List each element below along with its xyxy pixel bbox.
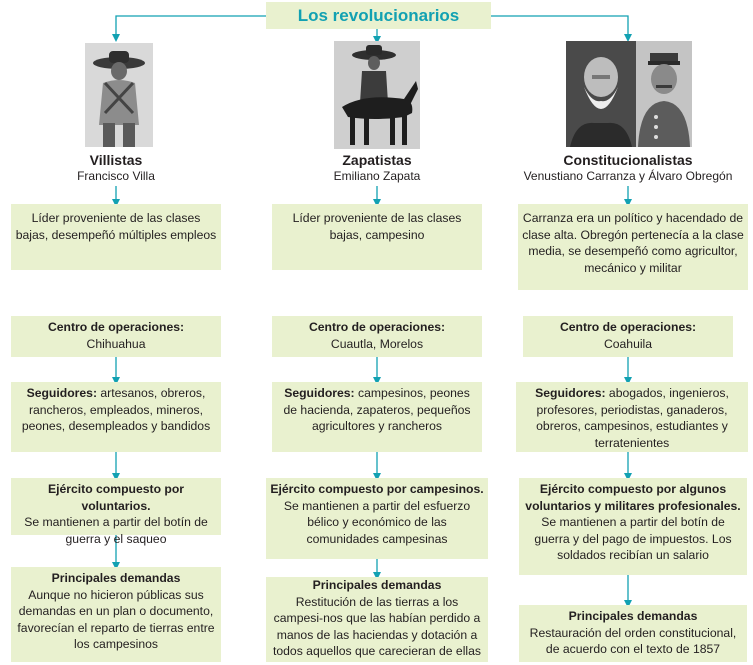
demands-box-zapatistas: Principales demandas Restitución de las … [266, 577, 488, 662]
operations-value: Cuautla, Morelos [330, 336, 424, 351]
column-head-zapatistas: Zapatistas Emiliano Zapata [267, 152, 487, 184]
operations-box-zapatistas: Centro de operaciones: Cuautla, Morelos [272, 316, 482, 357]
operations-label: Centro de operaciones: [308, 320, 446, 334]
demands-label: Principales demandas [568, 609, 698, 623]
column-name: Zapatistas [342, 152, 412, 168]
operations-value: Coahuila [603, 336, 653, 351]
column-name: Constitucionalistas [563, 152, 693, 168]
operations-value: Chihuahua [86, 336, 146, 351]
demands-label: Principales demandas [312, 578, 442, 592]
army-box-zapatistas: Ejército compuesto por campesinos. Se ma… [266, 478, 488, 559]
column-leader: Venustiano Carranza y Álvaro Obregón [523, 169, 733, 183]
origin-box-constitucionalistas: Carranza era un político y hacendado de … [518, 204, 748, 290]
demands-value: Restitución de las tierras a los campesi… [272, 594, 481, 659]
army-box-villistas: Ejército compuesto por voluntarios. Se m… [11, 478, 221, 546]
followers-label: Seguidores: [535, 386, 606, 400]
demands-box-constitucionalistas: Principales demandas Restauración del or… [519, 605, 747, 662]
army-value: Se mantienen a partir del esfuerzo bélic… [283, 498, 471, 546]
operations-label: Centro de operaciones: [47, 320, 185, 334]
followers-label: Seguidores: [284, 386, 355, 400]
photo-francisco-villa [85, 43, 153, 147]
followers-value: abogados, ingenieros, profesores, period… [536, 386, 729, 450]
followers-box-villistas: Seguidores: artesanos, obreros, ranchero… [11, 382, 221, 452]
origin-text: Carranza era un político y hacendado de … [522, 211, 744, 275]
army-label: Ejército compuesto por voluntarios. [47, 482, 185, 513]
followers-value: campesinos, peones de hacienda, zapatero… [283, 386, 471, 433]
photo-alvaro-obregon [636, 41, 692, 147]
photo-emiliano-zapata [334, 41, 420, 149]
column-name: Villistas [89, 152, 143, 168]
followers-box-zapatistas: Seguidores: campesinos, peones de hacien… [272, 382, 482, 452]
diagram-title: Los revolucionarios [266, 2, 491, 29]
army-label: Ejército compuesto por algunos voluntari… [525, 482, 741, 513]
column-head-villistas: Villistas Francisco Villa [6, 152, 226, 184]
demands-value: Aunque no hicieron públicas sus demandas… [17, 587, 215, 652]
army-box-constitucionalistas: Ejército compuesto por algunos voluntari… [519, 478, 747, 575]
origin-box-villistas: Líder proveniente de las clases bajas, d… [11, 204, 221, 270]
origin-text: Líder proveniente de las clases bajas, d… [15, 211, 217, 242]
army-value: Se mantienen a partir del botín de guerr… [24, 515, 208, 546]
army-label: Ejército compuesto por campesinos. [270, 482, 484, 496]
operations-box-villistas: Centro de operaciones: Chihuahua [11, 316, 221, 357]
origin-box-zapatistas: Líder proveniente de las clases bajas, c… [272, 204, 482, 270]
column-leader: Francisco Villa [77, 169, 155, 183]
army-value: Se mantienen a partir del botín de guerr… [534, 515, 732, 562]
origin-text: Líder proveniente de las clases bajas, c… [292, 211, 462, 242]
column-leader: Emiliano Zapata [333, 169, 421, 183]
operations-box-constitucionalistas: Centro de operaciones: Coahuila [523, 316, 733, 357]
operations-label: Centro de operaciones: [559, 320, 697, 334]
followers-box-constitucionalistas: Seguidores: abogados, ingenieros, profes… [516, 382, 748, 452]
photo-venustiano-carranza [566, 41, 636, 147]
followers-label: Seguidores: [26, 386, 98, 400]
column-head-constitucionalistas: Constitucionalistas Venustiano Carranza … [508, 152, 748, 184]
demands-box-villistas: Principales demandas Aunque no hicieron … [11, 567, 221, 662]
demands-value: Restauración del orden constitucional, d… [529, 625, 737, 657]
followers-value: artesanos, obreros, rancheros, empleados… [21, 386, 211, 433]
demands-label: Principales demandas [51, 571, 181, 585]
